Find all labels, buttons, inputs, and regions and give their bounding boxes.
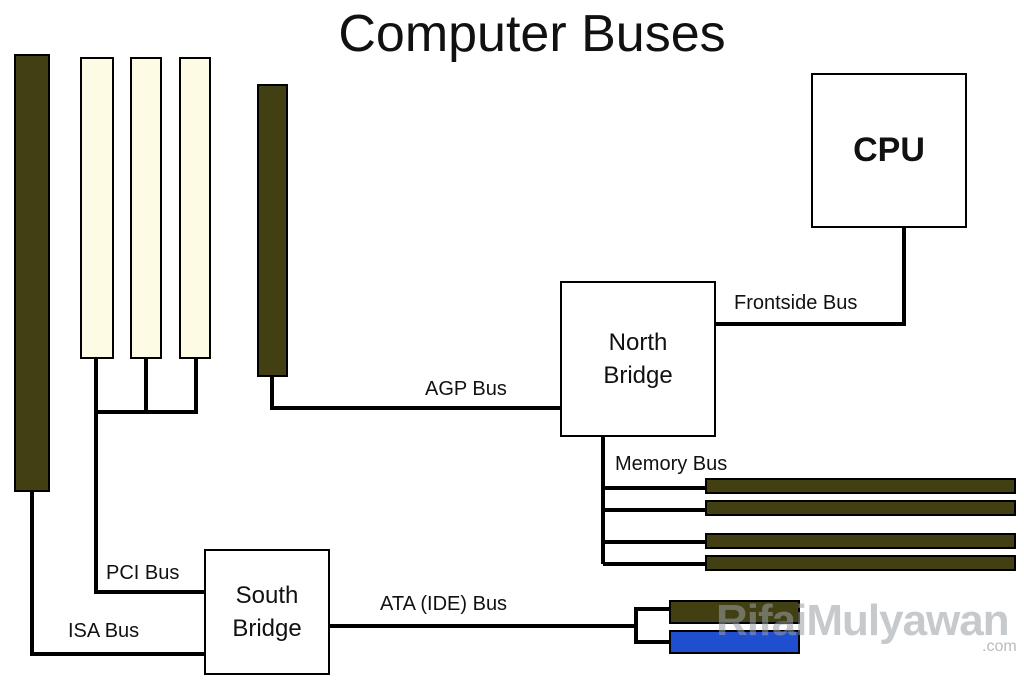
memory-module-3	[705, 533, 1016, 549]
memory-bus-label: Memory Bus	[615, 453, 728, 475]
diagram-title: Computer Buses	[338, 5, 726, 63]
watermark: RifaiMulyawan	[716, 596, 1010, 645]
watermark-suffix: .com	[982, 638, 1017, 655]
cpu-box: CPU	[811, 73, 967, 228]
isa-bus-label: ISA Bus	[68, 620, 140, 642]
agp-slot	[257, 84, 288, 377]
agp-bus-line	[270, 376, 561, 410]
ide-device-blue	[669, 630, 800, 654]
ide-connector-bracket	[634, 607, 670, 644]
agp-bus-label: AGP Bus	[425, 378, 507, 400]
frontside-bus-label: Frontside Bus	[734, 292, 858, 314]
south-bridge-box: South Bridge	[204, 549, 330, 675]
cpu-label: CPU	[853, 131, 925, 169]
north-bridge-label: North Bridge	[603, 329, 673, 389]
isa-bus-line	[30, 490, 204, 656]
bus-lines	[30, 226, 906, 656]
pci-to-south-line	[94, 412, 204, 594]
memory-module-1	[705, 478, 1016, 494]
ata-bus-label: ATA (IDE) Bus	[380, 593, 508, 615]
isa-slot	[14, 54, 50, 492]
memory-module-2	[705, 500, 1016, 516]
memory-module-4	[705, 555, 1016, 571]
pci-slot-3	[179, 57, 211, 359]
south-bridge-label: South Bridge	[232, 582, 302, 642]
pci-slot-2	[130, 57, 162, 359]
pci-slot-1	[80, 57, 114, 359]
frontside-bus-line	[714, 226, 906, 326]
north-bridge-box: North Bridge	[560, 281, 716, 437]
ide-device-dark	[669, 600, 800, 624]
pci-bus-label: PCI Bus	[106, 562, 180, 584]
